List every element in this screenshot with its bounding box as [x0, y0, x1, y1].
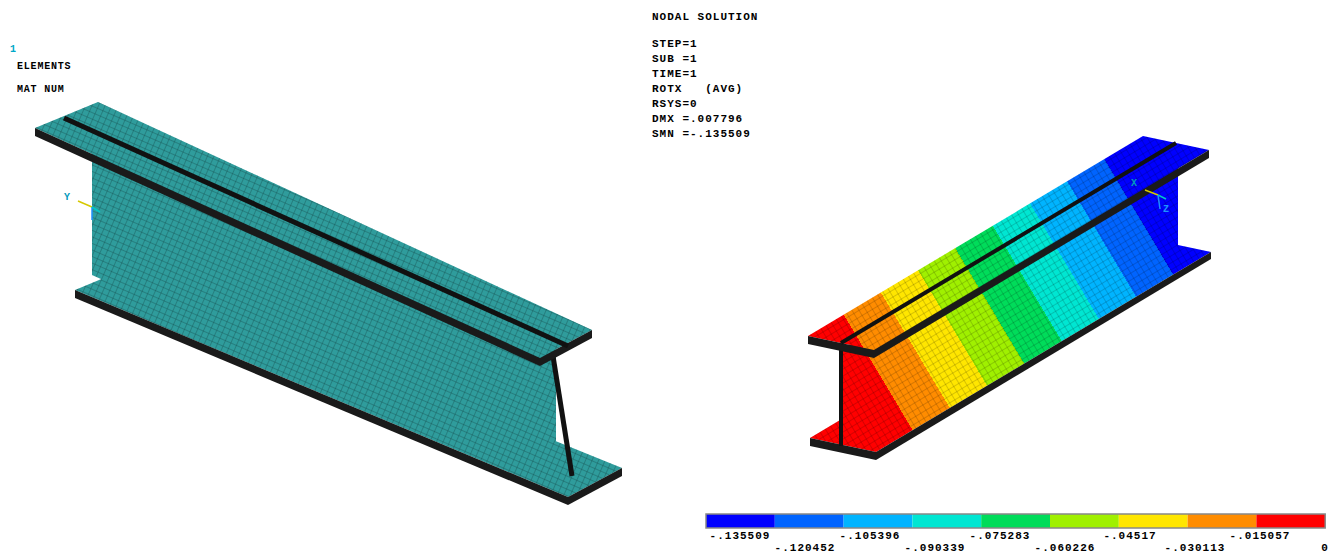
axis-label: Z: [1163, 204, 1170, 215]
web-junction: [841, 143, 1176, 343]
plot-option: MAT NUM: [17, 84, 65, 95]
contour-value: -.120452: [775, 542, 836, 554]
top-flange: [35, 102, 592, 358]
solution-info: STEP=1: [652, 38, 698, 50]
contour-value: -.105396: [840, 530, 901, 542]
view-number: 1: [10, 44, 17, 55]
mesh-lines: [35, 102, 592, 358]
element-mesh-beam: [35, 102, 622, 505]
solution-info: ROTX (AVG): [652, 83, 743, 95]
axis-triad: [1145, 190, 1166, 209]
flange-edge: [568, 468, 622, 505]
solution-info: DMX =.007796: [652, 113, 743, 125]
web-junction: [64, 118, 568, 346]
contour-value: -.075283: [970, 530, 1031, 542]
solution-info: RSYS=0: [652, 98, 698, 110]
solution-info: TIME=1: [652, 68, 698, 80]
flange-edge: [35, 128, 540, 366]
contour-value: -.04517: [1103, 530, 1156, 542]
mesh-lines: [808, 136, 1209, 350]
solution-info: SMN =-.135509: [652, 128, 751, 140]
contour-value: -.135509: [710, 530, 771, 542]
contour-value: -.015057: [1230, 530, 1291, 542]
axis-label: Y: [64, 192, 71, 203]
contour-beam: [808, 136, 1211, 460]
plot-title: ELEMENTS: [17, 61, 71, 72]
contour-value: 0: [1321, 542, 1329, 554]
web-end: [553, 356, 572, 476]
contour-value: -.090339: [905, 542, 966, 554]
axis-label: X: [1131, 178, 1138, 189]
axis-triad: [78, 201, 100, 220]
flange-edge: [874, 150, 1209, 358]
flange-edge: [808, 336, 874, 358]
contour-value: -.030113: [1165, 542, 1226, 554]
web-end: [839, 348, 843, 446]
contour-bar: [706, 514, 1325, 528]
plot-title: NODAL SOLUTION: [652, 11, 758, 23]
solution-info: SUB =1: [652, 53, 698, 65]
contour-value: -.060226: [1035, 542, 1096, 554]
top-flange: [808, 136, 1209, 350]
